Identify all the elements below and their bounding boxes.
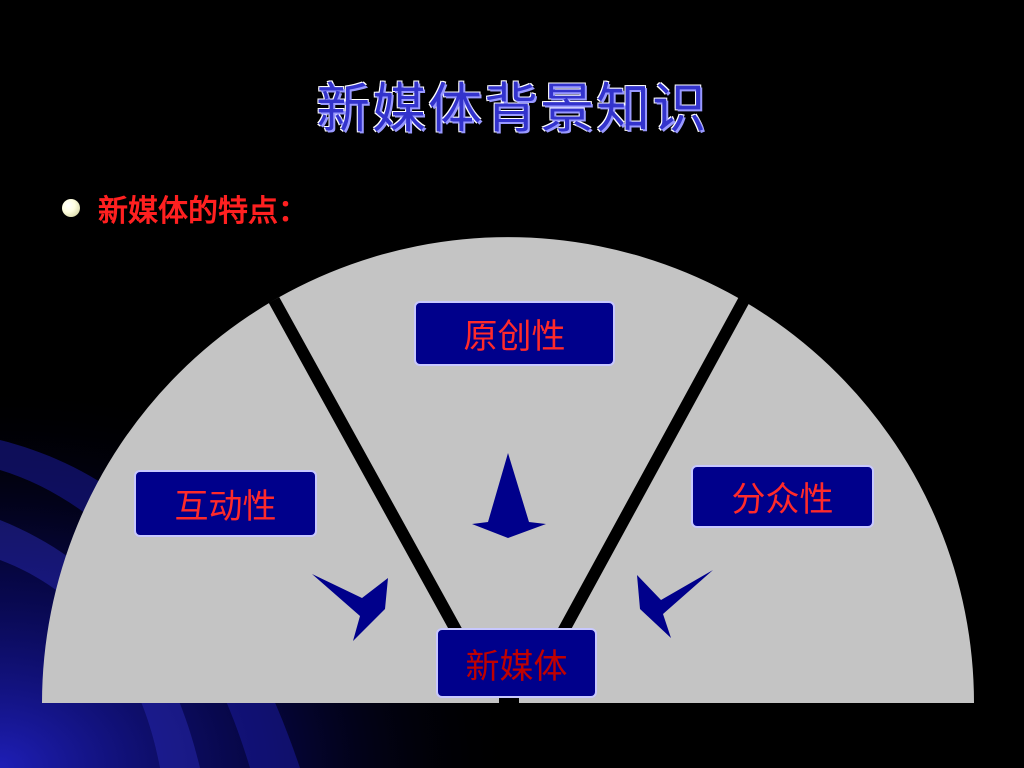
node-segmentation: 分众性	[691, 465, 874, 528]
divider-right	[547, 297, 750, 653]
center-stem	[499, 695, 519, 705]
bullet-text: 新媒体的特点：	[98, 194, 308, 229]
divider-left	[268, 297, 473, 653]
background-swoosh-2	[0, 520, 200, 768]
arrow-down-right-icon	[312, 574, 388, 641]
arrow-down-left-icon	[637, 570, 713, 638]
node-interactivity: 互动性	[134, 470, 317, 537]
arrow-down-icon	[472, 453, 546, 538]
bullet-item: 新媒体的特点：	[62, 188, 308, 229]
node-new-media: 新媒体	[436, 628, 597, 698]
bullet-dot-icon	[62, 199, 80, 217]
node-originality: 原创性	[414, 301, 615, 366]
slide-title: 新媒体背景知识	[316, 77, 708, 140]
